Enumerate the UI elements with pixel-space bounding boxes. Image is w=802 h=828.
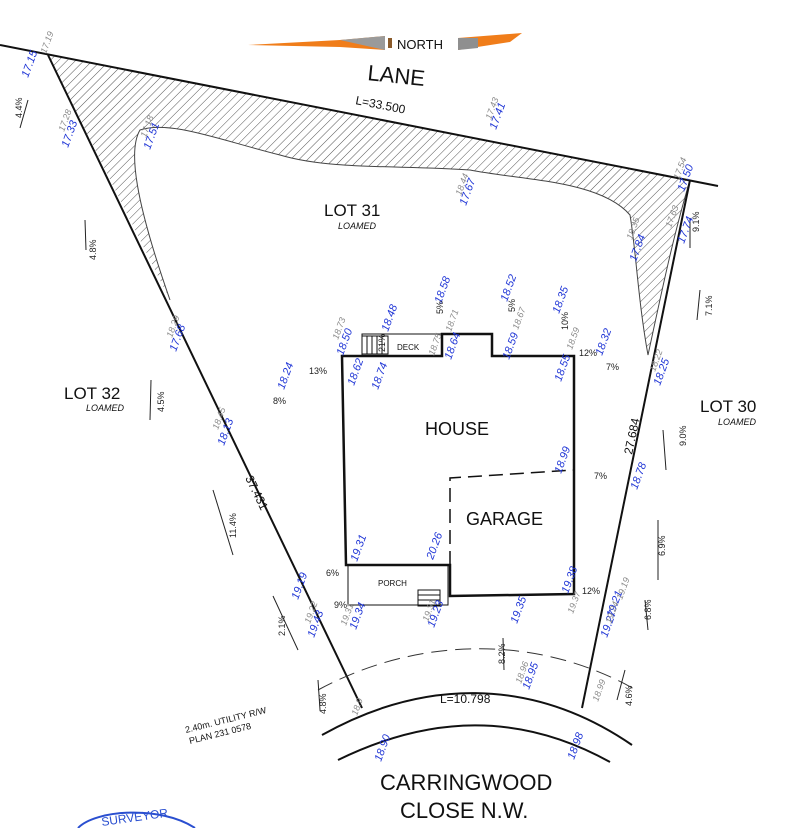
slope-label: 7% bbox=[594, 471, 607, 481]
deck-label: DECK bbox=[397, 343, 420, 352]
slope-label: 5% bbox=[507, 299, 517, 312]
close-name-line2: CLOSE N.W. bbox=[400, 798, 528, 823]
lane-label: LANE bbox=[366, 60, 426, 91]
slope-label: 10% bbox=[560, 312, 570, 330]
hatched-area bbox=[48, 55, 690, 355]
elev-blue: 19.35 bbox=[509, 594, 530, 625]
boundary-left bbox=[47, 54, 363, 709]
street-curb-inner bbox=[337, 724, 611, 763]
slope-label: 6.9% bbox=[657, 535, 667, 556]
garage-outline bbox=[449, 469, 575, 565]
elev-grey: 18.9 bbox=[349, 697, 364, 717]
slope-label: 12% bbox=[579, 348, 597, 358]
dim-left: 37.431 bbox=[242, 473, 271, 512]
elev-blue: 18.62 bbox=[346, 357, 367, 387]
garage-label: GARAGE bbox=[466, 509, 543, 529]
lot31-sub: LOAMED bbox=[338, 221, 377, 231]
slope-label: 4.6% bbox=[624, 685, 634, 706]
slope-labels: 4.4% 4.8% 4.5% 11.4% 2.1% 4.8% 8% 13% 6%… bbox=[14, 97, 714, 714]
elev-grey: 19.19 bbox=[614, 576, 631, 601]
house-label: HOUSE bbox=[425, 419, 489, 439]
elev-blue: 18.24 bbox=[276, 361, 297, 391]
elev-blue: 17.15 bbox=[20, 48, 41, 79]
slope-label: 11.4% bbox=[228, 513, 238, 538]
slope-label: 4.4% bbox=[14, 97, 24, 118]
elev-grey: 18.99 bbox=[590, 678, 607, 703]
porch bbox=[347, 564, 449, 606]
slope-label: 13% bbox=[309, 366, 327, 376]
slope-label: 6.8% bbox=[643, 599, 653, 620]
slope-label: 21% bbox=[377, 334, 387, 352]
dim-right: 27.684 bbox=[621, 416, 642, 455]
elev-blue: 20.26 bbox=[424, 530, 445, 562]
elev-blue: 18.58 bbox=[433, 274, 454, 305]
utility-row-line bbox=[317, 648, 637, 691]
elev-blue: 18.48 bbox=[380, 302, 401, 333]
slope-label: 4.8% bbox=[88, 239, 98, 260]
slope-label: 6% bbox=[326, 568, 339, 578]
boundary-right bbox=[581, 179, 691, 709]
deck-stairs bbox=[361, 335, 389, 355]
slope-label: 4.8% bbox=[318, 693, 328, 714]
dim-bottom: L=10.798 bbox=[440, 692, 491, 706]
slope-label: 8% bbox=[273, 396, 286, 406]
elev-blue: 18.99 bbox=[553, 445, 574, 475]
elev-blue: 18.98 bbox=[566, 730, 587, 761]
lot30-name: LOT 30 bbox=[700, 397, 756, 416]
elev-grey: 17.19 bbox=[38, 30, 55, 55]
elev-blue: 18.35 bbox=[551, 284, 572, 315]
elev-blue: 18.74 bbox=[370, 361, 391, 391]
north-label: NORTH bbox=[397, 37, 443, 52]
slope-label: 9.0% bbox=[678, 425, 688, 446]
slope-label: 5% bbox=[435, 301, 445, 314]
elev-blue: 19.19 bbox=[290, 571, 311, 601]
property-boundary bbox=[0, 44, 719, 187]
slope-label: 9.1% bbox=[691, 211, 701, 232]
slope-label: 4.5% bbox=[156, 391, 166, 412]
north-arrow-icon bbox=[248, 33, 522, 50]
elev-blue: 19.38 bbox=[560, 564, 581, 595]
porch-label: PORCH bbox=[378, 579, 407, 588]
slope-label: 7% bbox=[606, 362, 619, 372]
elev-blue: 19.31 bbox=[349, 533, 370, 563]
slope-label: 7.1% bbox=[704, 295, 714, 316]
lot30-sub: LOAMED bbox=[718, 417, 757, 427]
close-name-line1: CARRINGWOOD bbox=[380, 770, 552, 795]
slope-label: 9% bbox=[334, 600, 347, 610]
dim-top: L=33.500 bbox=[354, 93, 406, 116]
lot32-sub: LOAMED bbox=[86, 403, 125, 413]
slope-arrows bbox=[19, 99, 701, 711]
slope-label: 2.1% bbox=[277, 615, 287, 636]
lot31-name: LOT 31 bbox=[324, 201, 380, 220]
slope-label: 8.2% bbox=[497, 643, 507, 664]
elev-blue: 18.52 bbox=[499, 273, 520, 303]
elev-blue: 18.90 bbox=[373, 732, 394, 763]
street-curb-outer bbox=[321, 692, 633, 746]
slope-label: 12% bbox=[582, 586, 600, 596]
elev-blue: 18.64 bbox=[443, 331, 464, 361]
lot32-name: LOT 32 bbox=[64, 384, 120, 403]
stamp-text: SURVEYOR bbox=[100, 806, 169, 828]
loam-edge bbox=[134, 126, 691, 356]
surveyor-stamp-icon bbox=[77, 811, 196, 828]
elev-grey: 18.71 bbox=[443, 308, 460, 333]
porch-stairs bbox=[417, 589, 441, 607]
